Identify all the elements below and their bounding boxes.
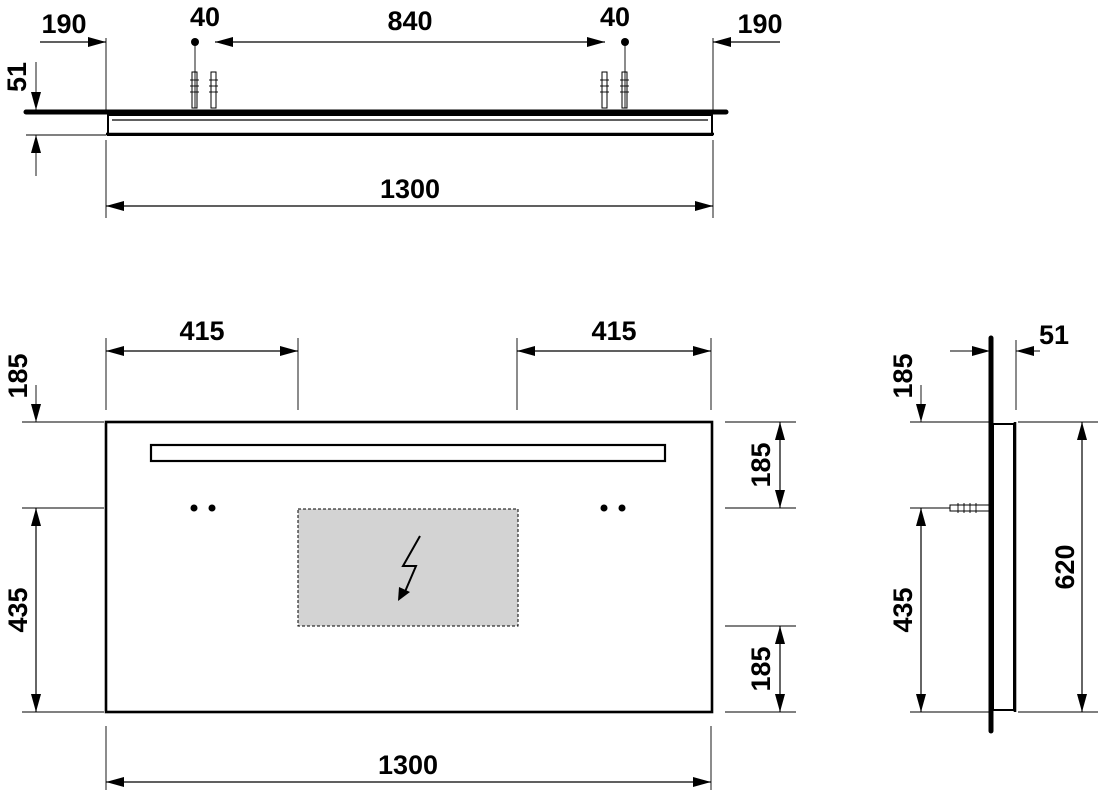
dim-front-light-bar: 185 bbox=[746, 442, 776, 487]
wall-plug-left-pair bbox=[190, 71, 218, 109]
dim-front-lower-height: 435 bbox=[3, 587, 33, 632]
mirror-front-outline bbox=[104, 420, 714, 714]
mirror-body-side bbox=[992, 423, 1015, 711]
dim-top-hole-span: 840 bbox=[387, 6, 432, 36]
dim-side-top-offset: 185 bbox=[888, 353, 918, 398]
dim-top-width: 1300 bbox=[380, 174, 440, 204]
hook-dot-right-1 bbox=[600, 504, 608, 512]
hole-marker-right bbox=[621, 38, 629, 46]
dim-front-width: 1300 bbox=[378, 750, 438, 780]
dim-front-left-hook: 415 bbox=[179, 316, 224, 346]
dim-top-right-edge: 190 bbox=[737, 9, 782, 39]
light-bar bbox=[149, 443, 667, 463]
dim-top-left-edge: 190 bbox=[41, 9, 86, 39]
electrical-connection-area bbox=[297, 508, 519, 627]
hole-marker-left bbox=[191, 38, 199, 46]
dim-front-bottom: 185 bbox=[746, 646, 776, 691]
front-view: 415 415 185 435 185 bbox=[3, 316, 796, 790]
dim-side-lower-height: 435 bbox=[888, 587, 918, 632]
lightning-bolt-icon bbox=[398, 535, 421, 601]
hook-dot-left-2 bbox=[208, 504, 216, 512]
dim-side-depth: 51 bbox=[1039, 320, 1069, 350]
side-view: 51 185 435 620 bbox=[888, 320, 1098, 734]
dim-top-right-hole: 40 bbox=[600, 2, 630, 32]
mirror-body-top bbox=[107, 114, 713, 136]
wall-plug-side bbox=[949, 503, 991, 513]
wall-plug-right-pair bbox=[600, 71, 629, 109]
dim-top-left-hole: 40 bbox=[190, 2, 220, 32]
top-view: 190 40 840 40 190 bbox=[2, 2, 783, 218]
dim-front-top-offset: 185 bbox=[3, 353, 33, 398]
dim-front-right-hook: 415 bbox=[591, 316, 636, 346]
hook-dot-right-2 bbox=[618, 504, 626, 512]
dim-top-thickness: 51 bbox=[2, 62, 32, 92]
hook-dot-left-1 bbox=[190, 504, 198, 512]
dim-side-height: 620 bbox=[1050, 544, 1080, 589]
